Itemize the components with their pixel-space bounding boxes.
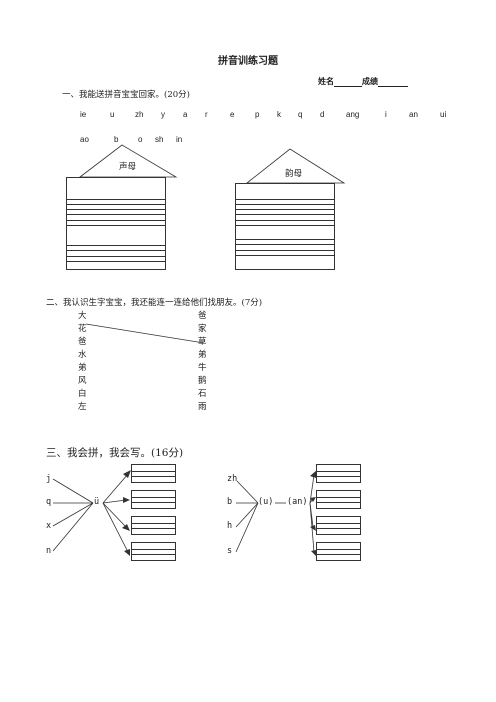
name-blank[interactable] bbox=[334, 78, 362, 87]
final-an: (an) bbox=[287, 497, 308, 507]
house-left-label: 声母 bbox=[119, 162, 137, 172]
char-left[interactable]: 风 bbox=[78, 376, 87, 386]
char-right[interactable]: 弟 bbox=[198, 350, 207, 360]
pinyin-item: a bbox=[183, 110, 188, 119]
initial-letter: j bbox=[46, 474, 52, 484]
connector-line-h bbox=[235, 502, 259, 528]
house-right-box[interactable] bbox=[235, 183, 335, 270]
char-left[interactable]: 水 bbox=[78, 350, 87, 360]
match-line bbox=[85, 323, 205, 344]
pinyin-item: ang bbox=[346, 110, 360, 119]
section3-heading: 三、我会拼，我会写。(16分) bbox=[46, 447, 184, 459]
char-right[interactable]: 牛 bbox=[198, 363, 207, 373]
connector-line-x bbox=[52, 502, 94, 527]
writing-box[interactable] bbox=[131, 464, 176, 483]
connector-line-zh bbox=[236, 480, 259, 504]
arrow-8 bbox=[309, 502, 315, 553]
arrow-head-2 bbox=[123, 497, 130, 503]
pinyin-item: k bbox=[277, 110, 281, 119]
char-left[interactable]: 爸 bbox=[78, 337, 87, 347]
medial-u: (u) bbox=[258, 497, 274, 507]
char-left[interactable]: 大 bbox=[78, 311, 87, 321]
char-right[interactable]: 鹅 bbox=[198, 376, 207, 386]
arrow-head-4 bbox=[124, 549, 130, 556]
initial-letter: s bbox=[227, 546, 233, 556]
page-title: 拼音训练习题 bbox=[218, 56, 278, 67]
name-label: 姓名 bbox=[318, 77, 334, 86]
arrow-4 bbox=[102, 502, 129, 553]
final-u-umlaut: ü bbox=[94, 497, 100, 507]
writing-box[interactable] bbox=[131, 490, 176, 509]
connector-line-j bbox=[52, 478, 94, 504]
char-right[interactable]: 爸 bbox=[198, 311, 207, 321]
char-left[interactable]: 左 bbox=[78, 402, 87, 412]
initial-letter: q bbox=[46, 497, 52, 507]
arrow-head-3 bbox=[122, 524, 130, 531]
arrow-head-8 bbox=[311, 550, 316, 556]
char-left[interactable]: 白 bbox=[78, 389, 87, 399]
pinyin-item: ao bbox=[80, 135, 89, 144]
initial-letter: b bbox=[227, 497, 233, 507]
pinyin-item: q bbox=[298, 110, 303, 119]
pinyin-item: zh bbox=[135, 110, 144, 119]
char-right[interactable]: 草 bbox=[198, 337, 207, 347]
char-right[interactable]: 石 bbox=[198, 389, 207, 399]
initial-letter: zh bbox=[227, 474, 238, 484]
arrow-6 bbox=[309, 499, 313, 504]
pinyin-item: e bbox=[230, 110, 235, 119]
writing-box[interactable] bbox=[316, 542, 361, 561]
score-blank[interactable] bbox=[378, 78, 408, 87]
arrow-1 bbox=[102, 473, 129, 504]
initial-letter: h bbox=[227, 521, 233, 531]
pinyin-item: r bbox=[205, 110, 208, 119]
arrow-head-5 bbox=[310, 470, 317, 478]
arrow-3 bbox=[102, 502, 127, 528]
writing-box[interactable] bbox=[316, 464, 361, 483]
score-label: 成绩 bbox=[362, 77, 378, 86]
arrow-head-1 bbox=[123, 470, 131, 478]
arrow-head-6 bbox=[310, 497, 316, 502]
pinyin-item: ui bbox=[440, 110, 447, 119]
pinyin-item: y bbox=[161, 110, 165, 119]
pinyin-item: an bbox=[409, 110, 418, 119]
pinyin-item: i bbox=[385, 110, 387, 119]
name-score-line: 姓名 成绩 bbox=[318, 76, 408, 87]
house-right-label: 韵母 bbox=[285, 169, 303, 179]
pinyin-item: u bbox=[110, 110, 115, 119]
writing-box[interactable] bbox=[316, 516, 361, 535]
house-left-box[interactable] bbox=[66, 177, 166, 270]
pinyin-item: in bbox=[176, 135, 183, 144]
pinyin-item: sh bbox=[155, 135, 164, 144]
section2-heading: 二、我认识生字宝宝，我还能连一连给他们找朋友。(7分) bbox=[46, 298, 263, 308]
writing-box[interactable] bbox=[131, 516, 176, 535]
pinyin-item: b bbox=[114, 135, 119, 144]
arrow-2 bbox=[102, 499, 127, 504]
writing-box[interactable] bbox=[316, 490, 361, 509]
initial-letter: n bbox=[46, 546, 52, 556]
pinyin-item: o bbox=[138, 135, 143, 144]
connector-line-s bbox=[235, 502, 259, 553]
arrow-head-7 bbox=[310, 525, 316, 531]
initial-letter: x bbox=[46, 521, 52, 531]
writing-box[interactable] bbox=[131, 542, 176, 561]
char-right[interactable]: 家 bbox=[198, 324, 207, 334]
pinyin-item: p bbox=[255, 110, 260, 119]
pinyin-item: d bbox=[320, 110, 325, 119]
section1-heading: 一、我能送拼音宝宝回家。(20分) bbox=[62, 90, 190, 100]
connector-line-n bbox=[52, 502, 94, 552]
char-left[interactable]: 弟 bbox=[78, 363, 87, 373]
char-right[interactable]: 雨 bbox=[198, 402, 207, 412]
char-left[interactable]: 花 bbox=[78, 324, 87, 334]
pinyin-item: ie bbox=[80, 110, 87, 119]
